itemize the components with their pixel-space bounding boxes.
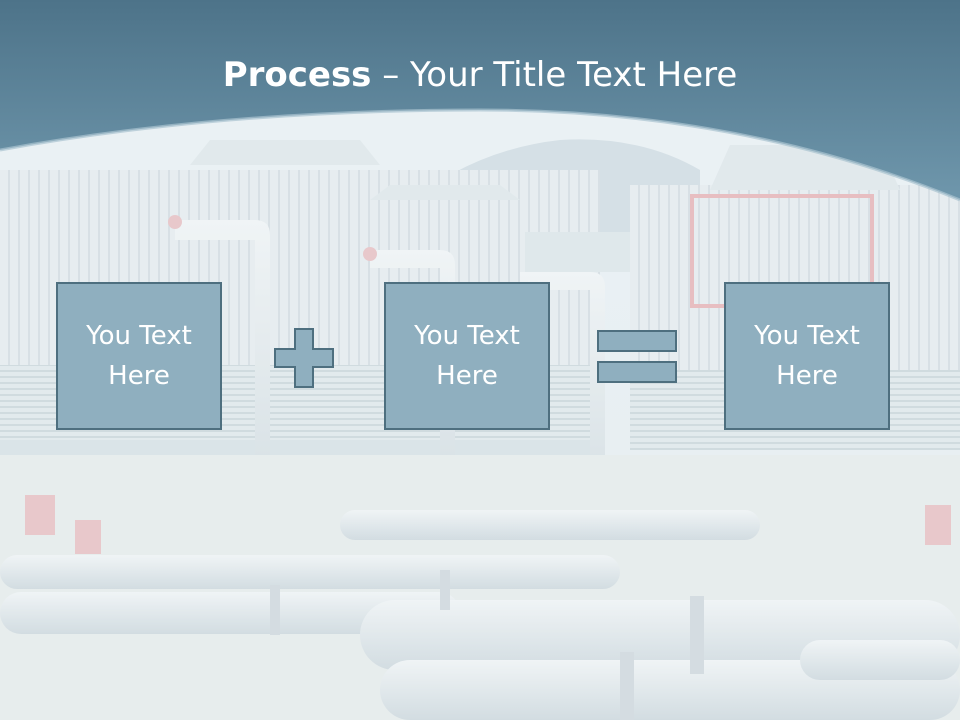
text-box-2-label: You Text Here: [414, 321, 520, 391]
text-box-2[interactable]: You Text Here: [384, 282, 550, 430]
text-box-3[interactable]: You Text Here: [724, 282, 890, 430]
title-bold: Process: [222, 55, 372, 95]
text-box-1-label: You Text Here: [86, 321, 192, 391]
slide-title: Process – Your Title Text Here: [0, 50, 960, 100]
title-rest: – Your Title Text Here: [371, 55, 738, 95]
text-box-3-label: You Text Here: [754, 321, 860, 391]
text-box-1[interactable]: You Text Here: [56, 282, 222, 430]
